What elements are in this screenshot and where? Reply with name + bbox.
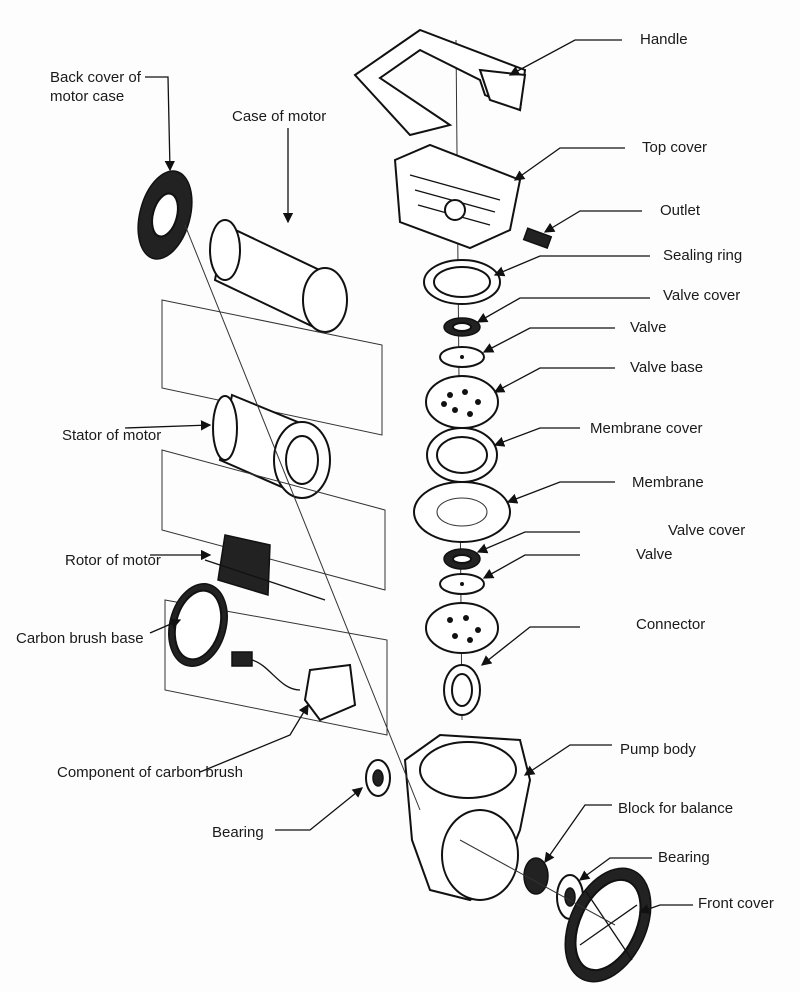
stator-part — [212, 393, 331, 499]
motor-axis — [184, 224, 421, 811]
bearing-left-part — [365, 759, 391, 797]
label-case-of-motor: Case of motor — [232, 108, 327, 125]
label-bearing-left: Bearing — [212, 824, 264, 841]
brush-guide-box — [164, 599, 388, 736]
front-cover-part — [564, 867, 652, 983]
pump-body-part — [403, 733, 532, 902]
label-back-cover-line2: motor case — [50, 88, 125, 105]
label-membrane: Membrane — [632, 474, 704, 491]
label-pump-body: Pump body — [620, 741, 696, 758]
label-outlet: Outlet — [660, 202, 701, 219]
sealing-ring-part — [423, 259, 501, 305]
label-component-of-carbon-brush: Component of carbon brush — [57, 764, 243, 781]
label-handle: Handle — [640, 31, 688, 48]
label-front-cover: Front cover — [698, 895, 774, 912]
label-top-cover: Top cover — [642, 139, 708, 156]
leader-lines — [124, 39, 693, 914]
stator-guide-box — [161, 299, 383, 436]
label-membrane-cover: Membrane cover — [590, 420, 703, 437]
label-valve-base: Valve base — [630, 359, 704, 376]
handle-part — [353, 28, 527, 137]
label-carbon-brush-base: Carbon brush base — [16, 630, 144, 647]
membrane-part — [413, 481, 511, 543]
outlet-part — [522, 227, 553, 250]
front-axis — [459, 839, 616, 926]
rotor-part — [204, 534, 326, 601]
label-stator-of-motor: Stator of motor — [62, 427, 162, 444]
label-rotor-of-motor: Rotor of motor — [65, 552, 161, 569]
valve-part-1 — [439, 346, 485, 368]
back-cover-part — [137, 170, 193, 260]
membrane-cover-part — [426, 427, 498, 483]
connector-part — [425, 602, 499, 716]
label-bearing-right: Bearing — [658, 849, 710, 866]
label-sealing-ring: Sealing ring — [663, 247, 743, 264]
label-valve-cover-1: Valve cover — [663, 287, 741, 304]
top-cover-part — [393, 143, 522, 250]
valve-cover-part-1 — [443, 317, 481, 337]
rotor-guide-box — [161, 449, 386, 591]
label-valve-2: Valve — [636, 546, 673, 563]
block-for-balance-part — [523, 857, 549, 895]
valve-cover-part-2 — [443, 548, 481, 570]
label-valve-1: Valve — [630, 319, 667, 336]
label-valve-cover-2: Valve cover — [668, 522, 746, 539]
valve-part-2 — [439, 573, 485, 595]
label-block-for-balance: Block for balance — [618, 800, 734, 817]
valve-base-part — [425, 375, 499, 429]
motor-case-part — [209, 219, 348, 333]
label-back-cover-line1: Back cover of — [50, 69, 141, 86]
label-connector: Connector — [636, 616, 706, 633]
carbon-brush-base-part — [168, 583, 228, 667]
carbon-brush-component-part — [231, 651, 357, 722]
